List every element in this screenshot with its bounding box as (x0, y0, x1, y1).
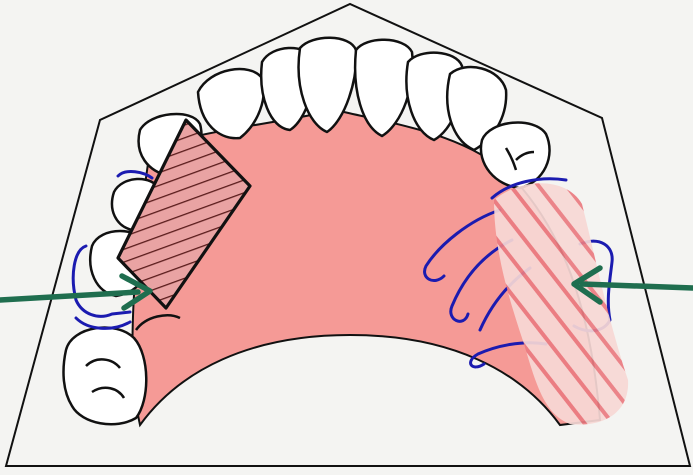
anterior-teeth (196, 36, 508, 152)
right-posterior-teeth (479, 121, 551, 190)
tooth-left-molar-fissure (85, 358, 126, 399)
tooth-left-central-incisor (297, 36, 358, 134)
clasp-left-middle (71, 244, 132, 318)
tooth-left-second-molar (62, 326, 148, 426)
tooth-right-first-premolar (479, 121, 551, 190)
cast-base-outline (4, 2, 692, 467)
tooth-right-central-incisor (353, 38, 414, 138)
arrow-right-icon (0, 273, 153, 311)
clasp-right-upper (490, 177, 568, 200)
tooth-right-first-premolar-fissure (504, 147, 535, 171)
clasp-right-loop-2 (449, 238, 514, 323)
tooth-left-canine (196, 67, 265, 140)
arrow-left-icon (571, 265, 693, 305)
left-saddle-lower-extension (134, 314, 181, 331)
right-denture-saddle-hatched (494, 183, 629, 425)
clasp-left-lower (74, 316, 132, 330)
clasp-right-loop-1 (423, 208, 502, 282)
clasp-left-upper (116, 170, 154, 180)
